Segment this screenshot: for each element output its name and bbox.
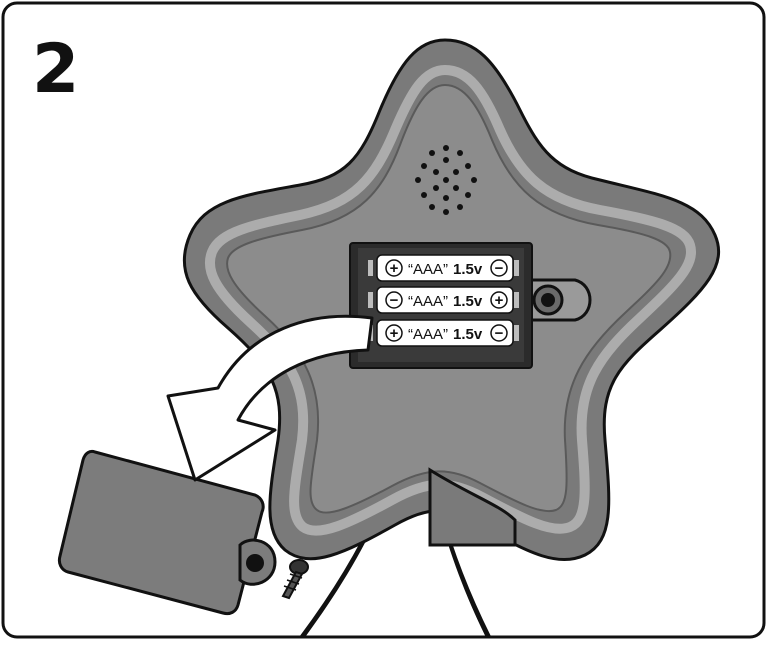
positive-terminal-icon: [490, 291, 508, 309]
switch-knob: [518, 278, 592, 322]
battery-cover: [57, 449, 277, 616]
battery-1-label: “AAA”: [408, 261, 448, 278]
battery-3-right-terminal: −: [495, 325, 504, 342]
positive-terminal-icon: [385, 259, 403, 277]
screw-icon: [281, 559, 309, 600]
battery-2-right-terminal: +: [495, 292, 504, 309]
negative-terminal-icon: [490, 324, 508, 342]
battery-1-left-terminal: +: [390, 260, 399, 277]
curved-arrow-icon: [166, 314, 374, 482]
battery-3-voltage: 1.5v: [453, 326, 483, 343]
battery-3: + “AAA” 1.5v −: [376, 319, 514, 347]
speaker-grille-icon: [415, 145, 477, 215]
step-number: 2: [32, 30, 79, 109]
battery-1-voltage: 1.5v: [453, 261, 483, 278]
battery-2-label: “AAA”: [408, 293, 448, 310]
battery-2: − “AAA” 1.5v +: [376, 286, 514, 314]
cover-screw-hole: [246, 554, 264, 572]
battery-3-left-terminal: +: [390, 325, 399, 342]
battery-3-label: “AAA”: [408, 326, 448, 343]
battery-2-voltage: 1.5v: [453, 293, 483, 310]
negative-terminal-icon: [385, 291, 403, 309]
battery-2-left-terminal: −: [390, 292, 399, 309]
battery-compartment: + “AAA” 1.5v − − “AAA” 1.5v + +: [349, 242, 533, 369]
positive-terminal-icon: [385, 324, 403, 342]
battery-1-right-terminal: −: [495, 260, 504, 277]
negative-terminal-icon: [490, 259, 508, 277]
battery-1: + “AAA” 1.5v −: [376, 254, 514, 282]
star-stand: [428, 467, 517, 547]
